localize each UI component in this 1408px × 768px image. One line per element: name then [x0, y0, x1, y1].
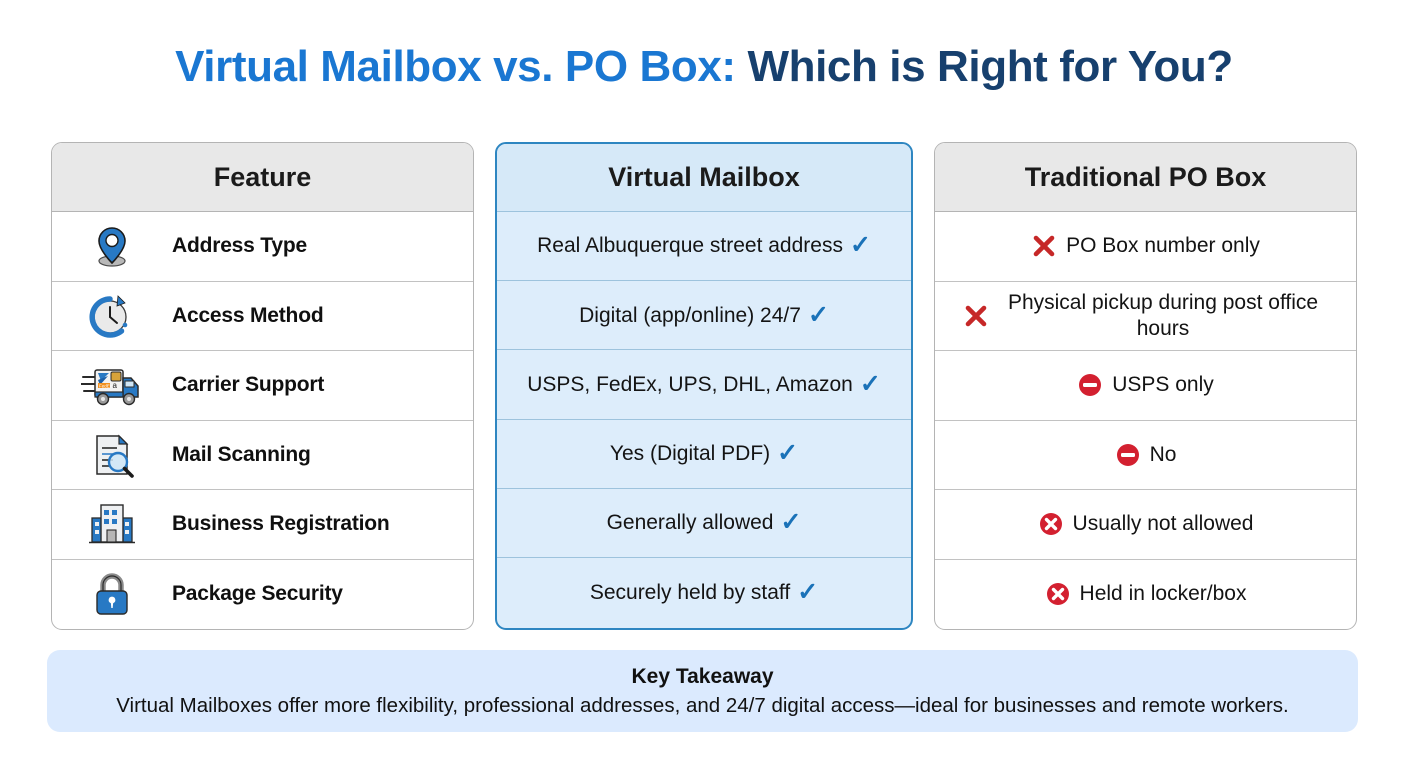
table-row: USPS only [935, 351, 1357, 421]
column-virtual-mailbox: Virtual Mailbox Real Albuquerque street … [495, 142, 914, 630]
cell-value: USPS only [1112, 373, 1214, 397]
cell-value: Real Albuquerque street address [537, 234, 843, 258]
table-row: PO Box number only [935, 212, 1357, 282]
red-no-entry-icon [1077, 372, 1103, 398]
table-row: Business Registration [52, 490, 473, 560]
document-scan-icon [52, 431, 172, 479]
table-row: Access Method [52, 282, 473, 351]
feature-label: Business Registration [172, 512, 390, 536]
key-takeaway-title: Key Takeaway [631, 664, 774, 688]
table-row: Usually not allowed [935, 490, 1357, 560]
table-row: Held in locker/box [935, 560, 1356, 630]
comparison-table: Feature Address Type [51, 142, 1358, 630]
pobox-rows: PO Box number only Physical pickup durin… [935, 212, 1357, 630]
cell-value: USPS, FedEx, UPS, DHL, Amazon [527, 372, 853, 396]
cell-value: Generally allowed [606, 511, 774, 535]
table-row: No [935, 421, 1357, 490]
cell-value: Yes (Digital PDF) [609, 441, 771, 465]
padlock-icon [52, 570, 172, 618]
table-row: USPS, FedEx, UPS, DHL, Amazon✓ [497, 350, 912, 420]
cell-value: Physical pickup during post office hours [1007, 291, 1319, 340]
cell-value: Held in locker/box [1079, 582, 1247, 606]
cell-value: No [1149, 442, 1177, 466]
table-row: Securely held by staff✓ [497, 558, 911, 627]
check-icon: ✓ [807, 300, 829, 329]
location-pin-icon [52, 222, 172, 270]
table-row: Address Type [52, 212, 473, 282]
table-row: Yes (Digital PDF)✓ [497, 420, 912, 489]
check-icon: ✓ [797, 577, 819, 606]
svg-text:a: a [113, 381, 118, 390]
feature-label: Address Type [172, 234, 307, 258]
table-row: Mail Scanning [52, 421, 473, 490]
office-building-icon [52, 500, 172, 548]
feature-label: Access Method [172, 303, 324, 327]
feature-label: Carrier Support [172, 373, 325, 397]
page-title-part2: Which is Right for You? [747, 42, 1234, 91]
svg-text:FedEx: FedEx [99, 384, 113, 389]
column-header-feature: Feature [52, 143, 473, 212]
feature-label: Mail Scanning [172, 442, 311, 466]
column-feature: Feature Address Type [51, 142, 474, 630]
table-row: Physical pickup during post office hours [935, 282, 1357, 351]
table-row: Real Albuquerque street address✓ [497, 212, 912, 282]
cell-value: PO Box number only [1066, 234, 1260, 258]
check-icon: ✓ [849, 231, 871, 260]
virtual-rows: Real Albuquerque street address✓ Digital… [497, 212, 912, 627]
column-header-traditional-po-box: Traditional PO Box [935, 143, 1357, 212]
page-title-part1: Virtual Mailbox vs. PO Box: [175, 42, 748, 91]
red-cross-icon [963, 303, 989, 329]
key-takeaway-box: Key Takeaway Virtual Mailboxes offer mor… [47, 650, 1358, 732]
red-no-entry-icon [1115, 442, 1141, 468]
clock-24-7-icon [52, 292, 172, 340]
table-row: Digital (app/online) 24/7✓ [497, 281, 912, 351]
cell-value: Digital (app/online) 24/7 [579, 303, 801, 327]
cell-value: Securely held by staff [589, 580, 791, 604]
delivery-truck-icon: FedEx a [52, 361, 172, 409]
red-cross-icon [1031, 233, 1057, 259]
column-traditional-po-box: Traditional PO Box PO Box number only [934, 142, 1358, 630]
check-icon: ✓ [780, 508, 802, 537]
check-icon: ✓ [777, 438, 799, 467]
column-header-virtual-mailbox: Virtual Mailbox [497, 144, 912, 212]
key-takeaway-body: Virtual Mailboxes offer more flexibility… [116, 693, 1289, 717]
page-title: Virtual Mailbox vs. PO Box: Which is Rig… [0, 42, 1408, 92]
cell-value: Usually not allowed [1072, 512, 1254, 536]
red-circle-x-icon [1038, 511, 1064, 537]
check-icon: ✓ [859, 369, 881, 398]
table-row: FedEx a Carrier Support [52, 351, 473, 421]
table-row: Generally allowed✓ [497, 489, 912, 558]
feature-label: Package Security [172, 582, 343, 606]
table-row: Package Security [52, 560, 473, 630]
feature-rows: Address Type [52, 212, 473, 629]
red-circle-x-icon [1045, 581, 1071, 607]
